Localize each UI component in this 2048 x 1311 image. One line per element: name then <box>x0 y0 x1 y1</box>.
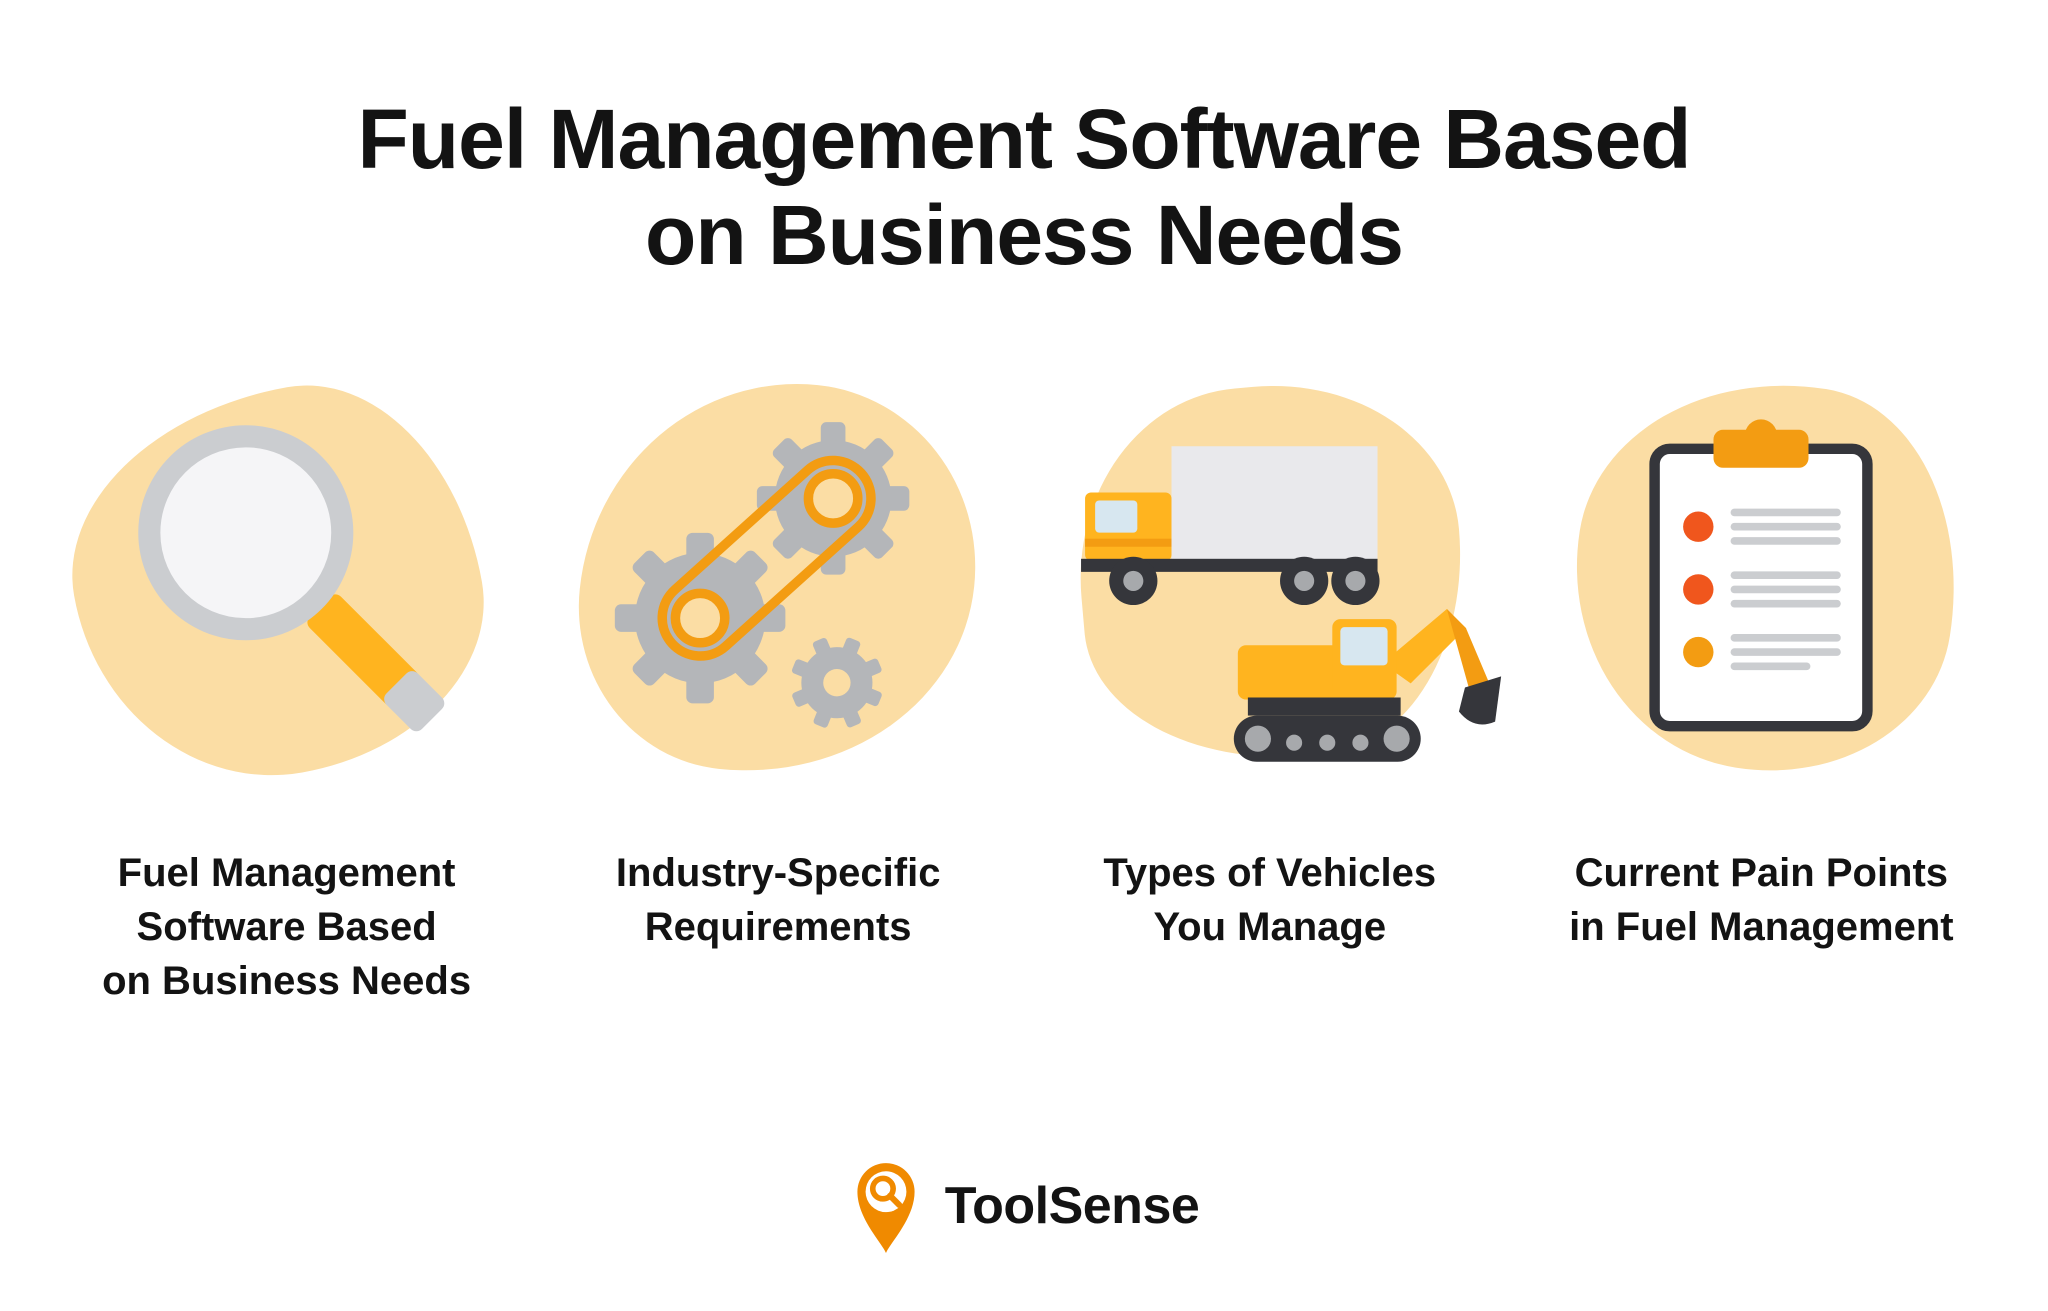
feature-visual <box>1050 369 1501 800</box>
feature-card-business-needs: Fuel Management Software Based on Busine… <box>44 359 522 1009</box>
magnifier-icon <box>137 424 444 731</box>
feature-visual <box>1541 354 1986 800</box>
feature-card-pain-points: Current Pain Points in Fuel Management <box>1526 354 1996 1009</box>
brand-name: ToolSense <box>944 1177 1200 1235</box>
excavator <box>1233 608 1501 762</box>
features-row: Fuel Management Software Based on Busine… <box>0 354 2048 1009</box>
feature-caption: Industry-Specific Requirements <box>615 850 941 949</box>
feature-visual <box>558 362 998 800</box>
feature-caption: Current Pain Points in Fuel Management <box>1569 850 1954 949</box>
gears-belt-icon <box>615 421 910 743</box>
feature-caption: Fuel Management Software Based on Busine… <box>102 850 472 1004</box>
feature-visual <box>44 359 509 806</box>
feature-caption: Types of Vehicles You Manage <box>1103 850 1437 949</box>
feature-card-industry-requirements: Industry-Specific Requirements <box>543 362 1013 1009</box>
page-title: Fuel Management Software Based on Busine… <box>357 92 1692 282</box>
clipboard-checklist-icon <box>1649 418 1873 731</box>
feature-card-vehicle-types: Types of Vehicles You Manage <box>1035 369 1505 1009</box>
footer-logo: ToolSense <box>0 1157 2048 1255</box>
toolsense-logo-icon <box>857 1163 915 1253</box>
truck-excavator-icon <box>1080 445 1501 762</box>
truck <box>1080 445 1380 605</box>
